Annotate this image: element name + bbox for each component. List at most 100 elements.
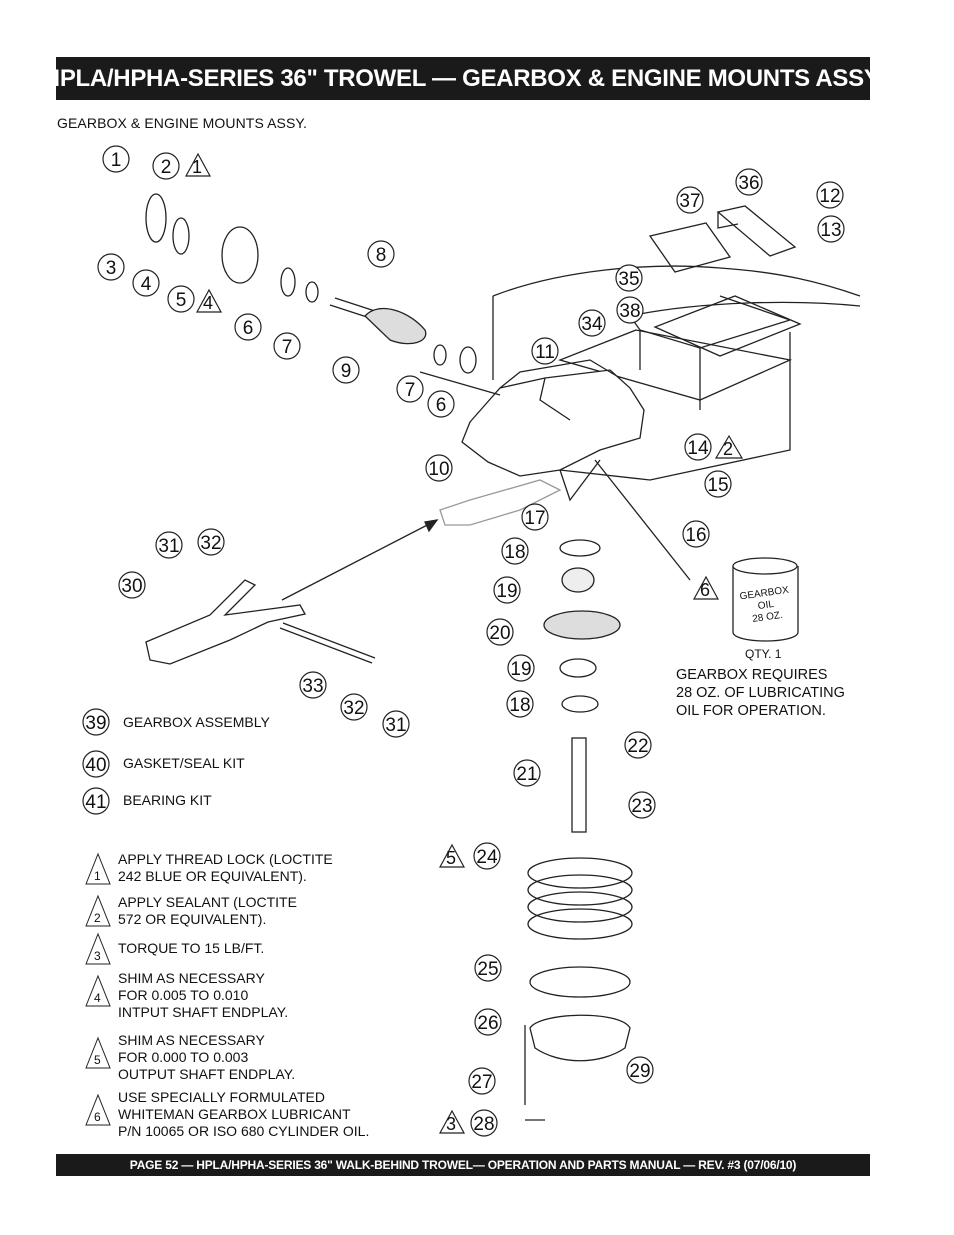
callout-15: 15: [704, 470, 732, 498]
svg-text:1: 1: [111, 150, 122, 171]
callout-20: 20: [486, 618, 514, 646]
oil-requirement-note: GEARBOX REQUIRES 28 OZ. OF LUBRICATING O…: [676, 666, 845, 720]
callout-14: 14: [684, 433, 712, 461]
callout-13: 13: [817, 215, 845, 243]
svg-text:7: 7: [405, 380, 416, 401]
callout-38: 38: [616, 296, 644, 324]
kit-label-gearbox: GEARBOX ASSEMBLY: [123, 714, 270, 730]
note-line: FOR 0.000 TO 0.003: [118, 1049, 249, 1065]
svg-text:38: 38: [619, 301, 640, 322]
callout-39: 39: [82, 708, 110, 736]
callout-3: 3: [97, 253, 125, 281]
svg-text:21: 21: [516, 764, 537, 785]
svg-text:25: 25: [477, 959, 498, 980]
svg-text:3: 3: [446, 1114, 456, 1134]
svg-text:6: 6: [243, 318, 254, 339]
callout-10: 10: [425, 454, 453, 482]
svg-text:36: 36: [738, 173, 759, 194]
callout-19b: 19: [507, 654, 535, 682]
svg-text:8: 8: [376, 245, 387, 266]
oil-note-line: 28 OZ. OF LUBRICATING: [676, 685, 845, 701]
callout-17: 17: [521, 503, 549, 531]
callout-32: 32: [197, 528, 225, 556]
svg-text:26: 26: [477, 1013, 498, 1034]
callout-30: 30: [118, 571, 146, 599]
kit-label-bearing: BEARING KIT: [123, 792, 212, 808]
callout-32b: 32: [340, 693, 368, 721]
svg-text:23: 23: [631, 796, 652, 817]
callout-33: 33: [299, 671, 327, 699]
callout-16: 16: [682, 520, 710, 548]
callout-6b: 6: [427, 390, 455, 418]
svg-text:37: 37: [679, 191, 700, 212]
svg-text:40: 40: [85, 755, 106, 776]
svg-text:41: 41: [85, 792, 106, 813]
callout-2: 2: [152, 152, 180, 180]
svg-text:30: 30: [121, 576, 142, 597]
svg-text:14: 14: [687, 438, 709, 459]
callout-35: 35: [615, 264, 643, 292]
callout-25: 25: [474, 954, 502, 982]
note-line: APPLY SEALANT (LOCTITE: [118, 894, 297, 910]
svg-text:31: 31: [158, 536, 179, 557]
svg-text:31: 31: [385, 715, 406, 736]
svg-text:5: 5: [176, 290, 187, 311]
svg-text:16: 16: [685, 525, 706, 546]
svg-text:13: 13: [820, 220, 841, 241]
note-1: APPLY THREAD LOCK (LOCTITE 242 BLUE OR E…: [118, 851, 333, 885]
callout-6: 6: [234, 313, 262, 341]
note-line: TORQUE TO 15 LB/FT.: [118, 940, 265, 956]
svg-text:6: 6: [700, 580, 710, 600]
note-4: SHIM AS NECESSARY FOR 0.005 TO 0.010 INT…: [118, 970, 288, 1021]
svg-text:32: 32: [200, 533, 221, 554]
svg-text:28: 28: [473, 1114, 494, 1135]
note-line: SHIM AS NECESSARY: [118, 970, 265, 986]
svg-text:15: 15: [707, 475, 728, 496]
svg-text:22: 22: [627, 736, 648, 757]
svg-text:11: 11: [535, 342, 555, 363]
callout-18b: 18: [506, 690, 534, 718]
oil-qty: QTY. 1: [745, 647, 782, 661]
callout-28: 28: [470, 1109, 498, 1137]
svg-text:12: 12: [819, 186, 840, 207]
svg-text:3: 3: [106, 258, 117, 279]
svg-text:7: 7: [282, 337, 293, 358]
svg-text:32: 32: [343, 698, 364, 719]
callout-7: 7: [273, 332, 301, 360]
note-line: INTPUT SHAFT ENDPLAY.: [118, 1004, 289, 1020]
callout-11: 11: [531, 337, 559, 365]
svg-text:9: 9: [341, 361, 352, 382]
note-line: 242 BLUE OR EQUIVALENT).: [118, 868, 307, 884]
svg-text:33: 33: [302, 676, 323, 697]
svg-text:18: 18: [504, 542, 525, 563]
note-line: USE SPECIALLY FORMULATED: [118, 1089, 325, 1105]
note-2: APPLY SEALANT (LOCTITE 572 OR EQUIVALENT…: [118, 894, 297, 928]
callout-24: 24: [473, 842, 501, 870]
callout-7b: 7: [396, 375, 424, 403]
note-6: USE SPECIALLY FORMULATED WHITEMAN GEARBO…: [118, 1089, 369, 1140]
callout-40: 40: [82, 750, 110, 778]
callout-19: 19: [493, 576, 521, 604]
note-5: SHIM AS NECESSARY FOR 0.000 TO 0.003 OUT…: [118, 1032, 295, 1083]
callout-29: 29: [626, 1056, 654, 1084]
callout-27: 27: [468, 1067, 496, 1095]
oil-note-line: GEARBOX REQUIRES: [676, 667, 828, 683]
svg-text:35: 35: [618, 269, 639, 290]
callout-31: 31: [155, 531, 183, 559]
note-line: SHIM AS NECESSARY: [118, 1032, 265, 1048]
callout-31b: 31: [382, 710, 410, 738]
callout-41: 41: [82, 787, 110, 815]
callout-18: 18: [501, 537, 529, 565]
svg-text:27: 27: [471, 1072, 492, 1093]
callout-26: 26: [474, 1008, 502, 1036]
page-footer: PAGE 52 — HPLA/HPHA-SERIES 36" WALK-BEHI…: [56, 1154, 870, 1176]
kit-label-gasket: GASKET/SEAL KIT: [123, 755, 245, 771]
callout-8: 8: [367, 240, 395, 268]
note-line: P/N 10065 OR ISO 680 CYLINDER OIL.: [118, 1123, 370, 1139]
page-title: HPLA/HPHA-SERIES 36" TROWEL — GEARBOX & …: [43, 57, 884, 100]
oil-note-line: OIL FOR OPERATION.: [676, 703, 826, 719]
svg-text:34: 34: [581, 314, 603, 335]
callout-5: 5: [167, 285, 195, 313]
oil-can-label: GEARBOX OIL 28 OZ.: [736, 584, 796, 627]
